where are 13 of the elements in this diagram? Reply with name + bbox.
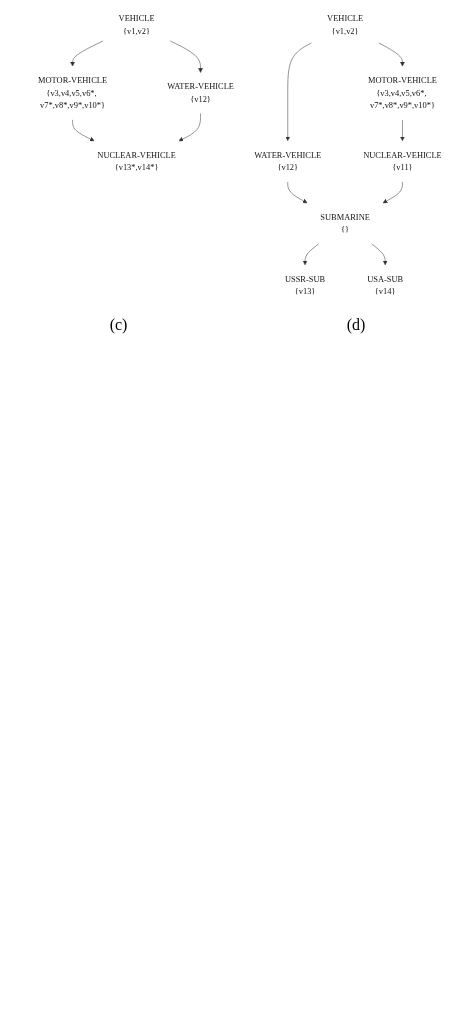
node-text: MOTOR-VEHICLE {v3,v4,v5,v6*, v7*,v8*,v9*,v10*} (367, 75, 437, 110)
node-text: NUCLEAR-VEHICLE {v13*,v14*} (97, 150, 176, 172)
node-text: USSR-SUB {v13} (284, 274, 326, 296)
node-text: MOTOR-VEHICLE {v3,v4,v5,v6*, v7*,v8*,v9*,v10*} (38, 75, 108, 110)
panel-caption: (c) (109, 316, 128, 335)
node-text: VEHICLE {v1,v2} (327, 13, 364, 36)
node-text: VEHICLE {v1,v2} (118, 13, 155, 36)
panel-caption: (d) (346, 316, 366, 335)
node-text: WATER-VEHICLE {v12} (167, 82, 234, 104)
node-text: SUBMARINE {} (320, 212, 370, 234)
node-text: WATER-VEHICLE {v12} (254, 150, 322, 172)
node-text: USA-SUB {v14} (367, 274, 404, 296)
node-text: NUCLEAR-VEHICLE {v11} (363, 150, 442, 172)
